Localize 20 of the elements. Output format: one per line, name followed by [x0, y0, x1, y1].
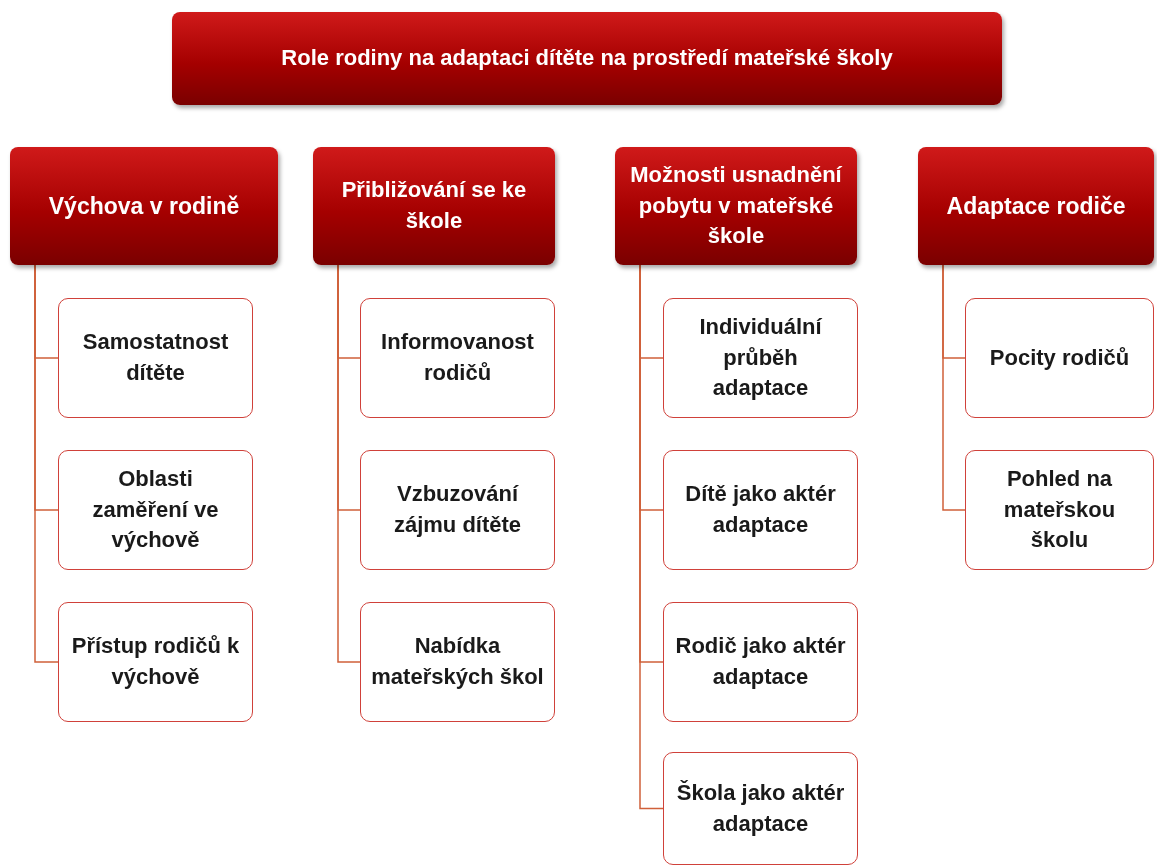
topic-box: Přístup rodičů k výchově [58, 602, 253, 722]
topic-box: Pohled na mateřskou školu [965, 450, 1154, 570]
connector-line [337, 264, 361, 663]
connector-line [34, 264, 59, 663]
category-banner: Adaptace rodiče [918, 147, 1154, 265]
topic-box: Individuální průběh adaptace [663, 298, 858, 418]
topic-box: Škola jako aktér adaptace [663, 752, 858, 865]
category-banner: Přibližování se ke škole [313, 147, 555, 265]
connector-line [942, 264, 966, 511]
topic-box: Oblasti zaměření ve výchově [58, 450, 253, 570]
topic-box: Informovanost rodičů [360, 298, 555, 418]
category-banner: Výchova v rodině [10, 147, 278, 265]
topic-box: Pocity rodičů [965, 298, 1154, 418]
category-banner: Možnosti usnadnění pobytu v mateřské škole [615, 147, 857, 265]
topic-box: Rodič jako aktér adaptace [663, 602, 858, 722]
topic-box: Vzbuzování zájmu dítěte [360, 450, 555, 570]
title-banner: Role rodiny na adaptaci dítěte na prostředí mateřské školy [172, 12, 1002, 105]
topic-box: Dítě jako aktér adaptace [663, 450, 858, 570]
topic-box: Samostatnost dítěte [58, 298, 253, 418]
topic-box: Nabídka mateřských škol [360, 602, 555, 722]
